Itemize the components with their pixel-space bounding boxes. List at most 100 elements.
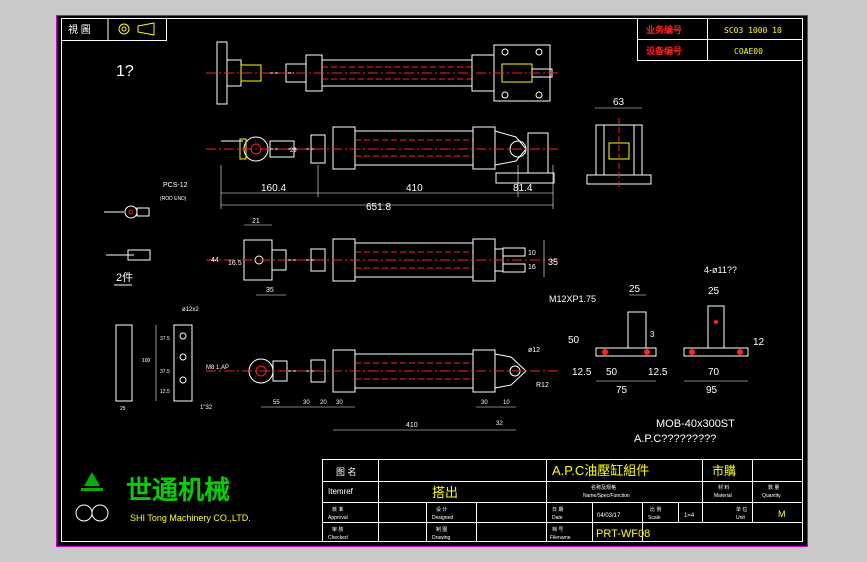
foot-bracket-view-2: 4-ø11?? 25 12 70 95 (683, 265, 765, 396)
chamfer-note: 1"32 (200, 405, 213, 411)
checked-label-en: Checked (328, 535, 348, 541)
cylinder-top-view (206, 41, 561, 105)
dim-30-c: 30 (481, 400, 488, 406)
dimension-set-1: 160.4 410 81.4 651.8 (220, 165, 554, 213)
part-title: A.P.C油壓缸組件 (552, 463, 649, 478)
thread-small: M8 1.AP (206, 365, 229, 371)
dim-10: 10 (528, 250, 536, 257)
drawing-name-label-en: Itemref (328, 487, 354, 496)
business-no: SC03 1000 10 (724, 26, 782, 35)
date-label-en: Date (552, 515, 563, 521)
cylinder-side-view: 29 (206, 126, 561, 184)
designed-label: 设 计 (436, 506, 447, 513)
dim-16: 16 (528, 264, 536, 271)
dim-32: 32 (496, 421, 503, 427)
view-label: 視 圖 (68, 23, 91, 36)
material-label-en: Material (714, 493, 732, 499)
thread-spec: M12XP1.75 (549, 294, 596, 304)
designed-label-en: Designed (432, 515, 453, 521)
dim-160-4: 160.4 (261, 183, 286, 194)
scale-label-en: Scale (648, 515, 661, 521)
business-no-label: 业务编号 (646, 24, 682, 35)
dim-44: 44 (211, 257, 219, 264)
dim-r12: R12 (536, 382, 549, 389)
dim-37-5-b: 37.5 (160, 369, 170, 375)
date-value: 04/03/17 (597, 513, 621, 519)
dim-12: 12 (753, 337, 765, 348)
qty-label: 数 量 (768, 484, 779, 491)
part-title-sub-en: Name/Spec/Function (583, 493, 630, 499)
dim-100-vert: 100 (142, 358, 151, 364)
dim-21: 21 (252, 218, 260, 225)
view-box: 視 圖 (61, 18, 167, 41)
bracket-end-view: 63 (586, 97, 652, 187)
dim-651-8: 651.8 (366, 202, 391, 213)
company-name-en: SHI Tong Machinery CO.,LTD. (130, 513, 251, 523)
dim-35-left: 35 (266, 287, 274, 294)
dim-29: 29 (290, 148, 297, 154)
foot-bracket-view-1: M12XP1.75 25 50 3 12.5 50 12.5 75 (549, 284, 668, 396)
holes-spec: 4-ø11?? (704, 265, 737, 275)
approved-label-en: Approval (328, 515, 348, 521)
dim-12-5-left: 12.5 (572, 367, 592, 378)
dim-20: 20 (320, 400, 327, 406)
trunnion-block-view: 100 37.5 37.5 12.5 25 ø12x2 M8 1.AP 1"32 (115, 307, 229, 412)
cylinder-bottom-view: ø12 R12 55 30 20 30 30 10 410 32 (206, 347, 561, 431)
dim-410-b: 410 (406, 422, 418, 429)
hole-small: ø12x2 (182, 307, 199, 313)
dim-50-horiz: 50 (606, 367, 618, 378)
drawing-name-label: 图 名 (336, 466, 357, 477)
scale-value: 1=4 (684, 513, 695, 519)
model-spec: MOB-40x300ST (656, 418, 735, 430)
drawing-sheet: 視 圖 业务编号 SC03 1000 10 设备编号 COAE00 1? (56, 15, 808, 547)
company-logo-icon (75, 472, 109, 522)
dim-25-left: 25 (629, 284, 641, 295)
material-label: 材 料 (718, 484, 729, 491)
file-label-en: Filename (550, 535, 571, 541)
dim-phi-12: ø12 (528, 347, 540, 354)
dim-75: 75 (616, 385, 628, 396)
qty-label-en: Quantity (762, 493, 781, 499)
part-number-note: 1? (116, 63, 134, 80)
file-no: PRT-WF08 (596, 528, 650, 540)
dim-30-a: 30 (303, 400, 310, 406)
unit-value: M (778, 509, 786, 519)
unit-label: 单 位 (736, 506, 747, 513)
drawing-label-en: Drawing (432, 535, 451, 541)
dim-35-right: 35 (548, 257, 558, 267)
dim-30-b: 30 (336, 400, 343, 406)
rod-end-sub: (ROD END) (160, 196, 187, 202)
sheet-border (56, 15, 808, 547)
qty-note: 2件 (116, 271, 133, 284)
cad-drawing: 視 圖 业务编号 SC03 1000 10 设备编号 COAE00 1? (56, 15, 808, 547)
drawing-name: 搭出 (432, 485, 458, 500)
dim-70: 70 (708, 367, 720, 378)
dim-50-vert: 50 (568, 335, 580, 346)
unit-label-en: Unit (736, 515, 746, 521)
dim-10-b: 10 (503, 400, 510, 406)
dim-55: 55 (273, 400, 280, 406)
company-name-cn: 世通机械 (126, 475, 230, 505)
apc-note: A.P.C????????? (634, 433, 716, 445)
dim-37-5-a: 37.5 (160, 336, 170, 342)
drawing-frame (61, 18, 803, 542)
equipment-no-label: 设备编号 (646, 45, 682, 56)
dim-25-vert: 25 (120, 406, 126, 412)
projection-symbol-icon (118, 22, 155, 36)
equipment-no: COAE00 (734, 47, 763, 56)
checked-label: 审 核 (332, 526, 343, 533)
rod-end-label: PCS-12 (163, 182, 188, 189)
dim-12-5-vert: 12.5 (160, 389, 170, 395)
material: 市購 (712, 463, 736, 478)
part-title-sub: 名称及规格 (591, 484, 616, 491)
title-block: 世通机械 SHI Tong Machinery CO.,LTD. 图 名 Ite… (75, 459, 803, 542)
dim-3: 3 (650, 330, 655, 339)
header-table: 业务编号 SC03 1000 10 设备编号 COAE00 (637, 18, 803, 61)
dim-95: 95 (706, 385, 718, 396)
file-label: 档 号 (552, 526, 563, 533)
scale-label: 比 例 (650, 506, 661, 513)
date-label: 日 期 (552, 507, 563, 513)
dim-410: 410 (406, 183, 423, 194)
approved-label: 核 准 (332, 506, 343, 513)
cylinder-clevis-view: 21 44 16.5 35 10 16 35 (206, 218, 561, 296)
